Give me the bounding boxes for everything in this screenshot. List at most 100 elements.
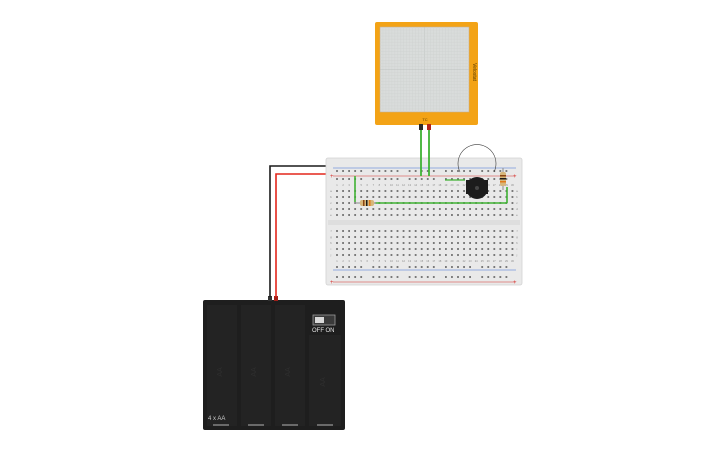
rail-hole[interactable] xyxy=(348,266,350,268)
terminal-hole[interactable] xyxy=(505,236,508,238)
terminal-hole[interactable] xyxy=(378,254,381,256)
terminal-hole[interactable] xyxy=(384,254,387,256)
terminal-hole[interactable] xyxy=(360,254,363,256)
terminal-hole[interactable] xyxy=(487,190,490,192)
terminal-hole[interactable] xyxy=(342,242,344,244)
rail-hole[interactable] xyxy=(360,266,363,268)
terminal-hole[interactable] xyxy=(414,248,417,250)
terminal-hole[interactable] xyxy=(378,230,381,232)
terminal-hole[interactable] xyxy=(336,248,338,250)
terminal-hole[interactable] xyxy=(432,242,435,244)
terminal-hole[interactable] xyxy=(511,254,514,256)
rail-hole[interactable] xyxy=(348,276,350,278)
terminal-hole[interactable] xyxy=(457,242,459,244)
rail-hole[interactable] xyxy=(505,170,508,172)
terminal-hole[interactable] xyxy=(336,202,338,204)
terminal-hole[interactable] xyxy=(445,190,447,192)
rail-hole[interactable] xyxy=(487,276,490,278)
terminal-hole[interactable] xyxy=(348,236,350,238)
terminal-hole[interactable] xyxy=(511,190,514,192)
terminal-hole[interactable] xyxy=(481,214,484,216)
terminal-hole[interactable] xyxy=(342,236,344,238)
rail-hole[interactable] xyxy=(426,178,429,180)
resistor[interactable] xyxy=(500,168,506,190)
rail-hole[interactable] xyxy=(378,266,381,268)
terminal-hole[interactable] xyxy=(420,230,423,232)
terminal-hole[interactable] xyxy=(493,242,496,244)
rail-hole[interactable] xyxy=(432,170,435,172)
wire-red[interactable] xyxy=(275,173,330,297)
rail-hole[interactable] xyxy=(469,266,471,268)
terminal-hole[interactable] xyxy=(438,254,441,256)
terminal-hole[interactable] xyxy=(505,230,508,232)
terminal-hole[interactable] xyxy=(463,230,465,232)
terminal-hole[interactable] xyxy=(336,254,338,256)
rail-hole[interactable] xyxy=(414,266,417,268)
rail-hole[interactable] xyxy=(487,178,490,180)
terminal-hole[interactable] xyxy=(420,208,423,210)
terminal-hole[interactable] xyxy=(336,236,338,238)
terminal-hole[interactable] xyxy=(469,196,471,198)
terminal-hole[interactable] xyxy=(414,230,417,232)
terminal-hole[interactable] xyxy=(457,254,459,256)
terminal-hole[interactable] xyxy=(402,248,405,250)
terminal-hole[interactable] xyxy=(396,196,399,198)
rail-hole[interactable] xyxy=(457,178,459,180)
terminal-hole[interactable] xyxy=(348,254,350,256)
rail-hole[interactable] xyxy=(396,266,399,268)
terminal-hole[interactable] xyxy=(493,190,496,192)
terminal-hole[interactable] xyxy=(475,254,478,256)
terminal-hole[interactable] xyxy=(457,236,459,238)
terminal-hole[interactable] xyxy=(390,242,393,244)
terminal-hole[interactable] xyxy=(390,196,393,198)
terminal-hole[interactable] xyxy=(445,236,447,238)
terminal-hole[interactable] xyxy=(366,248,369,250)
terminal-hole[interactable] xyxy=(408,208,411,210)
rail-hole[interactable] xyxy=(487,266,490,268)
rail-hole[interactable] xyxy=(493,266,496,268)
terminal-hole[interactable] xyxy=(432,230,435,232)
rail-hole[interactable] xyxy=(481,170,484,172)
terminal-hole[interactable] xyxy=(451,254,453,256)
rail-hole[interactable] xyxy=(505,276,508,278)
terminal-hole[interactable] xyxy=(445,248,447,250)
terminal-hole[interactable] xyxy=(451,214,453,216)
terminal-hole[interactable] xyxy=(342,208,344,210)
terminal-hole[interactable] xyxy=(414,196,417,198)
terminal-hole[interactable] xyxy=(463,248,465,250)
rail-hole[interactable] xyxy=(451,178,453,180)
terminal-hole[interactable] xyxy=(511,202,514,204)
terminal-hole[interactable] xyxy=(348,242,350,244)
terminal-hole[interactable] xyxy=(384,214,387,216)
terminal-hole[interactable] xyxy=(372,254,375,256)
terminal-hole[interactable] xyxy=(469,236,471,238)
terminal-hole[interactable] xyxy=(493,214,496,216)
terminal-hole[interactable] xyxy=(432,254,435,256)
rail-hole[interactable] xyxy=(463,178,465,180)
rail-hole[interactable] xyxy=(342,266,344,268)
terminal-hole[interactable] xyxy=(487,236,490,238)
rail-hole[interactable] xyxy=(342,178,344,180)
rail-hole[interactable] xyxy=(445,170,447,172)
rail-hole[interactable] xyxy=(390,266,393,268)
terminal-hole[interactable] xyxy=(499,236,502,238)
rail-hole[interactable] xyxy=(426,266,429,268)
terminal-hole[interactable] xyxy=(463,196,465,198)
rail-hole[interactable] xyxy=(348,178,350,180)
terminal-hole[interactable] xyxy=(451,236,453,238)
terminal-hole[interactable] xyxy=(408,230,411,232)
rail-hole[interactable] xyxy=(420,266,423,268)
terminal-hole[interactable] xyxy=(493,236,496,238)
terminal-hole[interactable] xyxy=(463,242,465,244)
rail-hole[interactable] xyxy=(342,276,344,278)
terminal-hole[interactable] xyxy=(438,214,441,216)
terminal-hole[interactable] xyxy=(451,196,453,198)
terminal-hole[interactable] xyxy=(511,208,514,210)
terminal-hole[interactable] xyxy=(336,208,338,210)
rail-hole[interactable] xyxy=(420,276,423,278)
terminal-hole[interactable] xyxy=(469,242,471,244)
terminal-hole[interactable] xyxy=(402,196,405,198)
rail-hole[interactable] xyxy=(372,170,375,172)
rail-hole[interactable] xyxy=(372,178,375,180)
rail-hole[interactable] xyxy=(487,170,490,172)
